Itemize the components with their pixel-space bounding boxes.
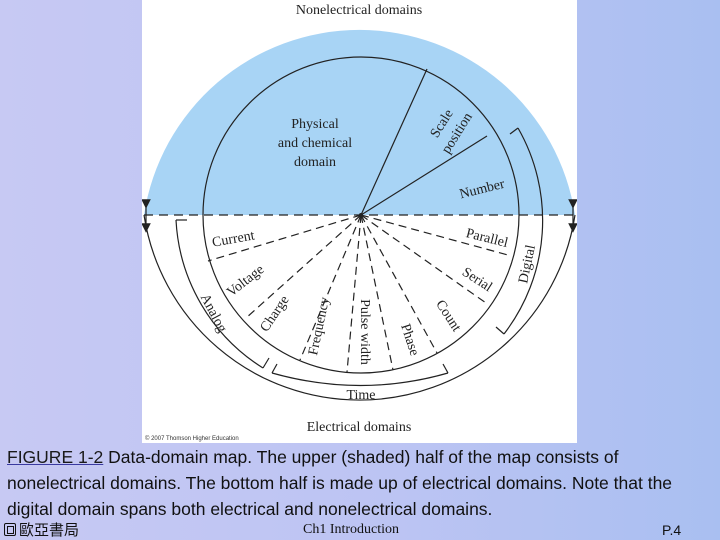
time-label: Time (346, 388, 375, 403)
serial-label: Serial (459, 265, 495, 295)
time-bracket (271, 372, 449, 387)
physical-chemical-line2: and chemical (278, 136, 352, 151)
figure-label: FIGURE 1-2 (7, 447, 104, 467)
footer-publisher: 歐亞書局 (4, 519, 79, 540)
count-label: Count (432, 298, 463, 335)
divider-count-phase (360, 214, 438, 354)
divider-scale-number (360, 135, 488, 216)
phase-label: Phase (397, 322, 421, 358)
frequency-label: Frequency (306, 296, 333, 357)
digital-label: Digital (516, 244, 539, 285)
divider-physical-scale (360, 68, 428, 216)
analog-bracket-tick-bottom (262, 357, 270, 369)
divider-frequency-charge (299, 214, 362, 361)
analog-bracket (175, 219, 264, 369)
publisher-name: 歐亞書局 (19, 521, 80, 539)
current-label: Current (211, 228, 256, 250)
data-domain-map-figure: Nonelectrical domains Electrical domains… (142, 0, 577, 443)
outer-circle-lower-arc (143, 214, 576, 401)
nonelectrical-domains-title: Nonelectrical domains (296, 3, 422, 18)
analog-label: Analog (197, 292, 230, 335)
pulse-width-label: Pulse width (357, 299, 372, 365)
copyright-note: © 2007 Thomson Higher Education (145, 435, 239, 442)
figure-caption: FIGURE 1-2 Data-domain map. The upper (s… (7, 444, 713, 522)
domain-map-diagram: Nonelectrical domains Electrical domains… (142, 3, 577, 442)
digital-bracket-tick-top (509, 127, 519, 135)
voltage-label: Voltage (224, 262, 267, 300)
charge-label: Charge (258, 293, 293, 335)
center-point (359, 213, 363, 217)
divider-pulse-frequency (346, 214, 362, 373)
divider-phase-pulse (360, 214, 394, 371)
divider-charge-voltage (245, 214, 362, 319)
time-bracket-tick-right (442, 363, 449, 374)
footer-page-number: P.4 (662, 522, 682, 538)
caption-text: Data-domain map. The upper (shaded) half… (7, 447, 673, 519)
physical-chemical-line3: domain (294, 155, 336, 170)
publisher-logo-icon (4, 523, 16, 536)
electrical-domains-title: Electrical domains (307, 420, 412, 435)
parallel-label: Parallel (464, 226, 509, 251)
digital-bracket-tick-bottom (495, 326, 505, 335)
nonelectrical-shaded-region (144, 29, 575, 215)
footer-chapter: Ch1 Introduction (303, 522, 400, 537)
digital-bracket (503, 127, 544, 335)
physical-chemical-line1: Physical (291, 117, 339, 132)
divider-voltage-current (207, 214, 362, 262)
time-bracket-tick-left (271, 363, 278, 374)
